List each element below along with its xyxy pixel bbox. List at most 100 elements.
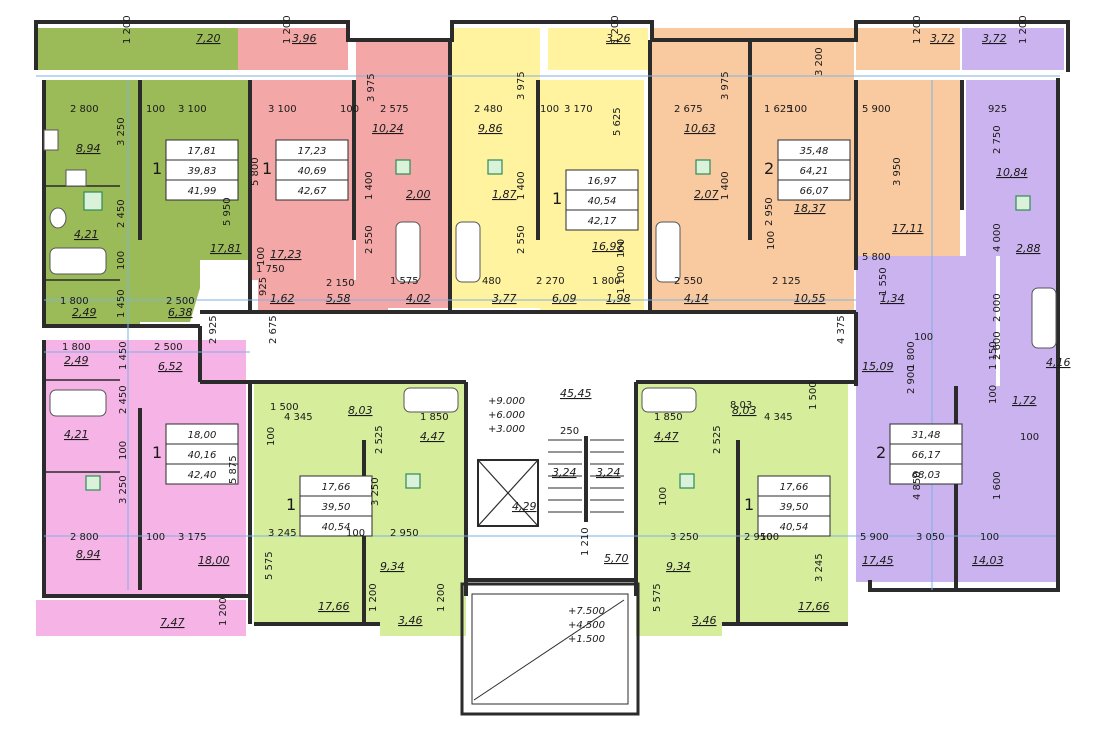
dimension-label: 2 675 xyxy=(674,104,703,115)
apartment-table-value: 64,21 xyxy=(800,166,829,177)
room-area-label: 8,94 xyxy=(76,142,101,155)
outer-wall-upper-left xyxy=(42,80,200,328)
room-area-label: 1,98 xyxy=(606,292,631,305)
apartment-fill-peach-balcony xyxy=(856,28,960,70)
dimension-label: 2 900 xyxy=(906,365,917,394)
outer-wall-top xyxy=(34,20,1070,72)
room-area-label: 14,03 xyxy=(972,554,1004,567)
outer-wall-lower-left xyxy=(42,340,250,598)
elevator-cross-2 xyxy=(477,459,539,527)
vent-lavender xyxy=(1015,195,1031,211)
level-lower-3: +1.500 xyxy=(568,634,605,645)
dimension-label: 4 345 xyxy=(764,412,793,423)
level-upper-1: +9.000 xyxy=(488,396,525,407)
apartment-table-value: 40,54 xyxy=(322,522,351,533)
room-area-label: 8,03 xyxy=(348,404,373,417)
vent-lime-left xyxy=(405,473,421,489)
dimension-label: 5 575 xyxy=(264,551,275,580)
dimension-label: 100 xyxy=(616,239,627,258)
dimension-label: 2 500 xyxy=(154,342,183,353)
dimension-label: 5 900 xyxy=(862,104,891,115)
dimension-label: 100 xyxy=(540,104,559,115)
dimension-label: 3 175 xyxy=(178,532,207,543)
dimension-label: 1 210 xyxy=(580,527,591,556)
dimension-label: 3 975 xyxy=(366,73,377,102)
dimension-label: 8,03 xyxy=(730,400,752,411)
room-area-label: 9,86 xyxy=(478,122,503,135)
dimension-label: 2 750 xyxy=(992,125,1003,154)
dimension-label: 1 200 xyxy=(436,583,447,612)
room-area-label: 18,37 xyxy=(794,202,826,215)
apartment-rooms-count: 1 xyxy=(262,159,272,178)
room-area-label: 7,47 xyxy=(160,616,185,629)
dimension-label: 3 950 xyxy=(892,157,903,186)
dimension-label: 5 575 xyxy=(652,583,663,612)
stair-divider xyxy=(584,436,588,522)
room-area-label: 4,29 xyxy=(512,500,537,513)
room-area-label: 10,63 xyxy=(684,122,716,135)
dimension-label: 100 xyxy=(256,247,267,266)
room-area-label: 2,07 xyxy=(694,188,719,201)
dimension-label: 100 xyxy=(340,104,359,115)
room-area-label: 1,62 xyxy=(270,292,295,305)
dimension-label: 1 200 xyxy=(122,15,133,44)
bathtub-peach xyxy=(655,221,681,283)
entry-ramp-line xyxy=(473,599,625,701)
room-area-label: 1,87 xyxy=(492,188,517,201)
bathtub-olive xyxy=(49,247,107,275)
apartment-fill-magenta-bath xyxy=(44,340,140,594)
dimension-label: 1 625 xyxy=(764,104,793,115)
vent-peach xyxy=(695,159,711,175)
room-area-label: 3,77 xyxy=(492,292,517,305)
apartment-table-value: 17,23 xyxy=(298,146,327,157)
dimension-label: 3 100 xyxy=(178,104,207,115)
room-area-label: 10,55 xyxy=(794,292,826,305)
dimension-label: 100 xyxy=(988,385,999,404)
dimension-label: 1 200 xyxy=(1018,15,1029,44)
dimension-label: 1 500 xyxy=(270,402,299,413)
bathtub-lavender xyxy=(1031,287,1057,349)
dimension-label: 100 xyxy=(346,528,365,539)
level-lower-2: +4.500 xyxy=(568,620,605,631)
dimension-label: 1 800 xyxy=(62,342,91,353)
dimension-label: 480 xyxy=(482,276,501,287)
room-area-label: 3,72 xyxy=(930,32,955,45)
room-area-label: 10,24 xyxy=(372,122,404,135)
dimension-label: 1 200 xyxy=(218,597,229,626)
apartment-fill-yellow-balcony xyxy=(548,28,648,70)
room-area-label: 6,09 xyxy=(552,292,577,305)
dimension-label: 3 250 xyxy=(118,475,129,504)
dimension-label: 100 xyxy=(116,251,127,270)
room-area-label: 5,58 xyxy=(326,292,351,305)
apartment-rooms-count: 2 xyxy=(764,159,774,178)
dimension-label: 1 800 xyxy=(592,276,621,287)
room-area-label: 17,23 xyxy=(270,248,302,261)
stairwell xyxy=(460,436,640,716)
room-area-label: 7,20 xyxy=(196,32,221,45)
dimension-label: 1 200 xyxy=(912,15,923,44)
dimension-label: 1 400 xyxy=(516,171,527,200)
apartment-table-value: 16,97 xyxy=(588,176,617,187)
dimension-label: 100 xyxy=(266,427,277,446)
apartment-rooms-count: 1 xyxy=(744,495,754,514)
room-area-label: 2,00 xyxy=(406,188,431,201)
dimension-label: 100 xyxy=(658,487,669,506)
dimension-label: 3 200 xyxy=(814,47,825,76)
sink-olive xyxy=(65,169,87,187)
dimension-label: 2 950 xyxy=(744,532,773,543)
dimension-label: 2 950 xyxy=(390,528,419,539)
level-upper-3: +3.000 xyxy=(488,424,525,435)
room-area-label: 17,45 xyxy=(862,554,894,567)
apartment-rooms-count: 1 xyxy=(152,159,162,178)
dimension-label: 3 975 xyxy=(516,71,527,100)
apartment-table-box xyxy=(299,475,373,537)
dimension-label: 100 xyxy=(914,332,933,343)
room-area-label: 15,09 xyxy=(862,360,894,373)
room-area-label: 4,02 xyxy=(406,292,431,305)
dimension-label: 3 250 xyxy=(670,532,699,543)
dimension-label: 1 800 xyxy=(60,296,89,307)
dimension-label: 2 675 xyxy=(268,315,279,344)
dimension-label: 100 xyxy=(1020,432,1039,443)
